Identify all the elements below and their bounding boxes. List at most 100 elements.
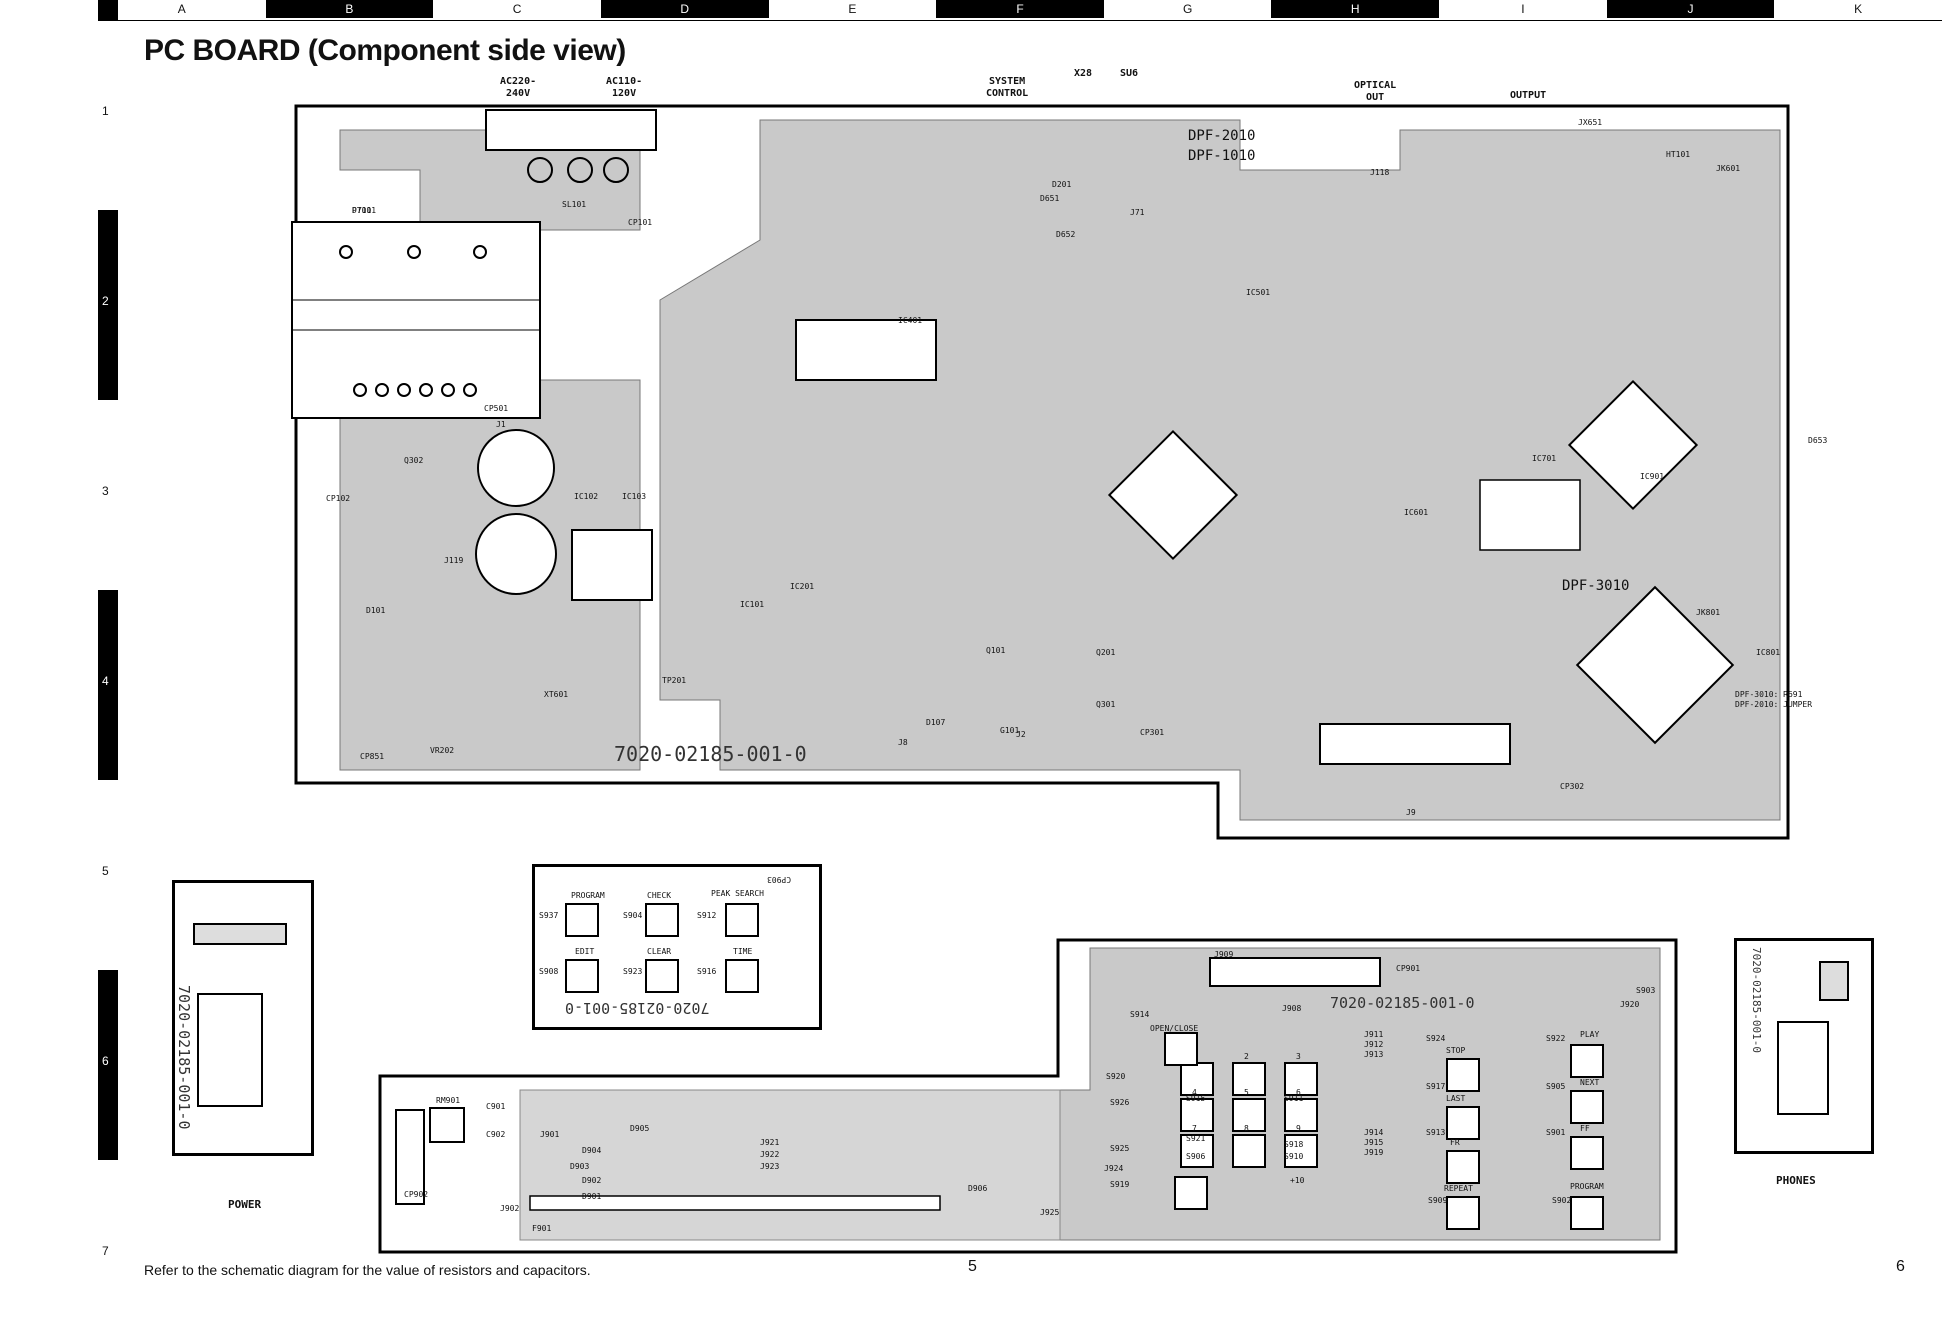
part-label: S920 bbox=[1106, 1072, 1126, 1081]
key-switch bbox=[645, 959, 679, 993]
part-label: IC102 bbox=[574, 492, 599, 501]
keypad-number: 2 bbox=[1244, 1052, 1249, 1061]
keypad-switch bbox=[1180, 1098, 1214, 1132]
footer-note: Refer to the schematic diagram for the v… bbox=[144, 1262, 591, 1278]
part-label: CP902 bbox=[404, 1190, 429, 1199]
copper-region bbox=[519, 1089, 1061, 1241]
keypad-number: 4 bbox=[1192, 1088, 1197, 1097]
page-left-margin bbox=[0, 0, 98, 1319]
keypad-switch bbox=[1180, 1134, 1214, 1168]
part-label: J911 bbox=[1364, 1030, 1384, 1039]
part-label: S901 bbox=[1546, 1128, 1566, 1137]
part-label: J909 bbox=[1214, 950, 1234, 959]
function-switch bbox=[1446, 1150, 1480, 1184]
part-label: C902 bbox=[486, 1130, 506, 1139]
part-label: JK801 bbox=[1696, 608, 1721, 617]
row-label-7: 7 bbox=[102, 1244, 109, 1258]
part-label: IC201 bbox=[790, 582, 815, 591]
part-label: CP102 bbox=[326, 494, 351, 503]
heatsink bbox=[571, 529, 653, 601]
keypad-switch bbox=[1284, 1062, 1318, 1096]
switch-id: S912 bbox=[697, 911, 717, 920]
part-label: JX651 bbox=[1578, 118, 1603, 127]
key-label-time: TIME bbox=[733, 947, 753, 956]
part-label: D901 bbox=[582, 1192, 602, 1201]
column-label-i: I bbox=[1521, 2, 1525, 16]
column-label-a: A bbox=[177, 2, 186, 16]
front-function-label: REPEAT bbox=[1444, 1184, 1473, 1193]
part-label: Q301 bbox=[1096, 700, 1116, 709]
phones-board-connector bbox=[1819, 961, 1849, 1001]
row-label-5: 5 bbox=[102, 864, 109, 878]
part-label: J1 bbox=[496, 420, 506, 429]
part-label: J118 bbox=[1370, 168, 1390, 177]
part-label: D906 bbox=[968, 1184, 988, 1193]
part-label: IC101 bbox=[740, 600, 765, 609]
part-label: S905 bbox=[1546, 1082, 1566, 1091]
keypad-number: 9 bbox=[1296, 1124, 1301, 1133]
phones-board-part-number: 7020-02185-001-0 bbox=[1750, 947, 1763, 1053]
key-label-program: PROGRAM bbox=[571, 891, 605, 900]
ribbon-connector bbox=[1209, 957, 1381, 987]
front-function-label: FR bbox=[1450, 1138, 1460, 1147]
part-label: D701 bbox=[352, 206, 372, 215]
part-label: J71 bbox=[1130, 208, 1145, 217]
column-label-e: E bbox=[848, 2, 857, 16]
part-label: Q201 bbox=[1096, 648, 1116, 657]
keypad-number: 5 bbox=[1244, 1088, 1249, 1097]
part-label: IC901 bbox=[1640, 472, 1665, 481]
front-function-label: STOP bbox=[1446, 1046, 1466, 1055]
key-switch bbox=[725, 903, 759, 937]
front-board-connector: CP901 bbox=[1396, 964, 1421, 973]
capacitor bbox=[477, 429, 555, 507]
model-label-dpf2010: DPF-2010 bbox=[1188, 128, 1256, 144]
part-label: S925 bbox=[1110, 1144, 1130, 1153]
transformer-pt101 bbox=[291, 221, 541, 419]
part-label: S911 bbox=[1284, 1094, 1304, 1103]
part-label: S909 bbox=[1428, 1196, 1448, 1205]
part-label: IC103 bbox=[622, 492, 647, 501]
ic-chip bbox=[795, 319, 937, 381]
column-label-k: K bbox=[1854, 2, 1863, 16]
part-label: CP851 bbox=[360, 752, 385, 761]
part-label: S914 bbox=[1130, 1010, 1150, 1019]
keypad-number: 3 bbox=[1296, 1052, 1301, 1061]
part-label: XT601 bbox=[544, 690, 569, 699]
part-label: S918 bbox=[1284, 1140, 1304, 1149]
switch-id: S908 bbox=[539, 967, 559, 976]
page-title: PC BOARD (Component side view) bbox=[144, 34, 626, 67]
part-label: CP101 bbox=[628, 218, 653, 227]
row-label-4: 4 bbox=[102, 674, 109, 688]
part-label: J8 bbox=[898, 738, 908, 747]
part-label: D101 bbox=[366, 606, 386, 615]
part-label: S926 bbox=[1110, 1098, 1130, 1107]
part-label: J902 bbox=[500, 1204, 520, 1213]
function-switch bbox=[1570, 1196, 1604, 1230]
part-label: IC801 bbox=[1756, 648, 1781, 657]
part-label: PT101 bbox=[352, 206, 377, 215]
keys-board: 7020-02185-001-0 CP903 PROGRAM CHECK PEA… bbox=[532, 864, 822, 1030]
row-marker-bar bbox=[98, 970, 118, 1160]
part-label: D902 bbox=[582, 1176, 602, 1185]
keypad-number: 8 bbox=[1244, 1124, 1249, 1133]
ac-connector bbox=[485, 109, 657, 151]
part-label: J921 bbox=[760, 1138, 780, 1147]
connector-label-output: OUTPUT bbox=[1510, 90, 1547, 101]
part-label: D903 bbox=[570, 1162, 590, 1171]
part-label: C901 bbox=[486, 1102, 506, 1111]
part-label: D904 bbox=[582, 1146, 602, 1155]
front-function-label: PROGRAM bbox=[1570, 1182, 1604, 1191]
part-label: J901 bbox=[540, 1130, 560, 1139]
ribbon-connector bbox=[1319, 723, 1511, 765]
part-label: VR202 bbox=[430, 746, 455, 755]
part-label: S922 bbox=[1546, 1034, 1566, 1043]
column-label-g: G bbox=[1182, 2, 1193, 16]
front-function-label: LAST bbox=[1446, 1094, 1466, 1103]
part-label: HT101 bbox=[1666, 150, 1691, 159]
keypad-switch bbox=[1232, 1062, 1266, 1096]
row-label-1: 1 bbox=[102, 104, 109, 118]
key-label-peak-search: PEAK SEARCH bbox=[711, 889, 764, 898]
row-label-2: 2 bbox=[102, 294, 109, 308]
copper-region bbox=[659, 119, 1781, 821]
